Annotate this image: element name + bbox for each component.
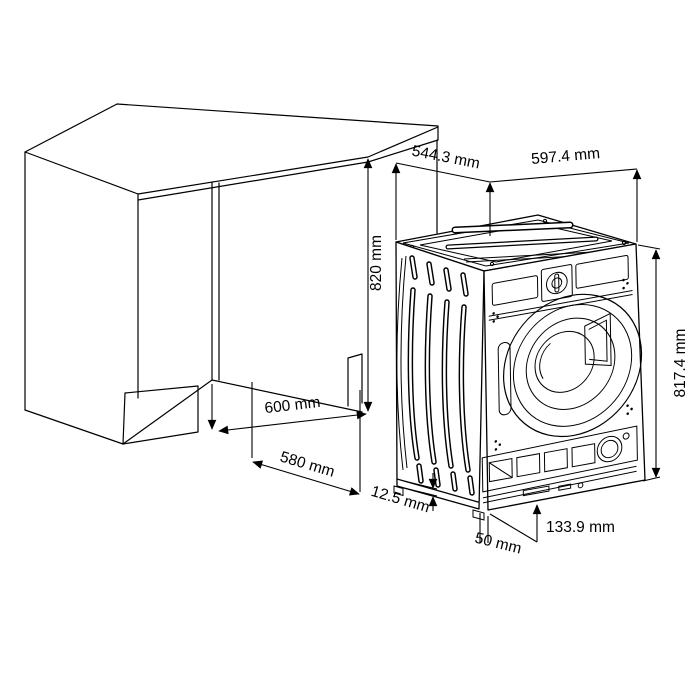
dim-label-817-4: 817.4 mm — [672, 329, 689, 398]
plinth — [122, 385, 199, 445]
dim-label-133-9: 133.9 mm — [546, 519, 615, 536]
kick-vent — [488, 457, 513, 483]
control-knob — [545, 271, 568, 295]
machine-front — [483, 243, 646, 511]
dim-label-820: 820 mm — [368, 235, 385, 291]
kick-vent — [571, 443, 596, 468]
dim-label-580: 580 mm — [278, 449, 337, 481]
door-hinge — [497, 341, 512, 416]
filter-cap — [596, 435, 623, 463]
worktop — [24, 103, 439, 201]
dim-label-600: 600 mm — [264, 394, 322, 417]
dim-line-544 — [395, 162, 491, 183]
kitchen-unit — [24, 103, 439, 445]
dim-line-580 — [252, 460, 360, 496]
dim-line-600 — [218, 410, 367, 435]
dim-label-597-4: 597.4 mm — [531, 145, 601, 168]
washing-machine — [393, 214, 646, 521]
niche-floor — [122, 379, 213, 445]
kick-vent — [543, 448, 568, 473]
machine-front-details — [481, 254, 643, 504]
cabinet-left-section — [24, 151, 199, 445]
top-recess — [402, 218, 630, 267]
kick-vent — [516, 453, 541, 478]
screw-marks — [492, 278, 633, 451]
niche-right-wall — [347, 353, 363, 407]
display-panel — [575, 254, 629, 289]
dim-label-50: 50 mm — [473, 530, 523, 558]
leader-line-1339a — [489, 513, 538, 543]
machine-foot — [472, 509, 485, 521]
dim-line-597 — [489, 168, 638, 183]
kick-panel — [481, 425, 638, 504]
detergent-drawer — [491, 275, 539, 306]
machine-foot — [393, 485, 404, 497]
door-glass — [525, 317, 616, 410]
door-porthole — [497, 293, 643, 438]
niche — [122, 139, 438, 445]
side-vents — [393, 255, 485, 521]
door-handle — [584, 312, 612, 367]
